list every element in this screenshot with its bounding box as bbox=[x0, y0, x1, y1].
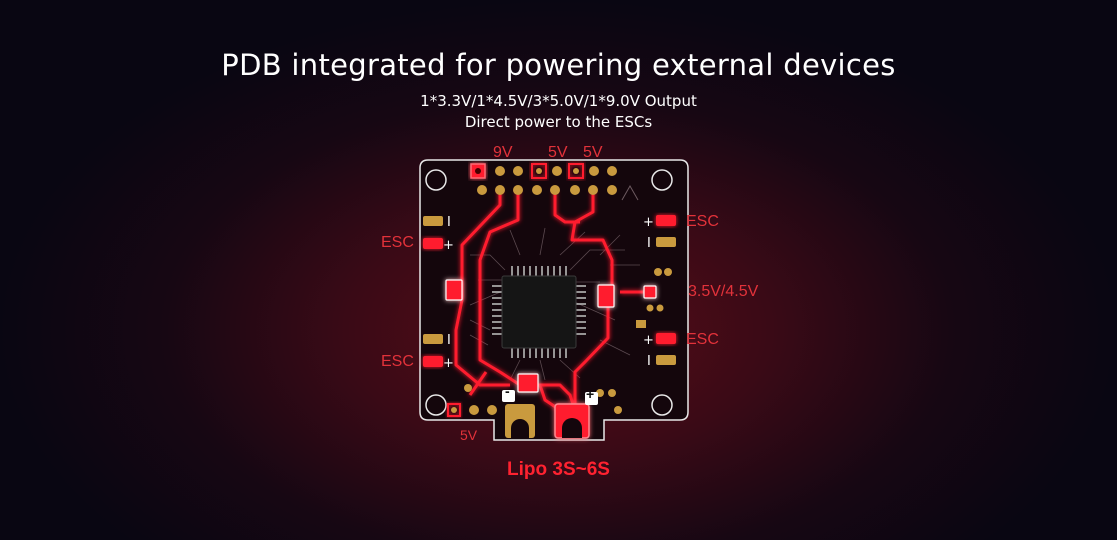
regulator-components bbox=[445, 279, 657, 393]
esc-power-line: Direct power to the ESCs bbox=[464, 113, 653, 131]
svg-text:I: I bbox=[647, 354, 651, 369]
svg-text:I: I bbox=[647, 236, 651, 251]
svg-text:+: + bbox=[643, 215, 654, 230]
label-esc-top-left: ESC bbox=[381, 234, 414, 251]
label-bottom-5v: 5V bbox=[460, 427, 478, 443]
svg-text:I: I bbox=[447, 215, 451, 230]
label-5v-a: 5V bbox=[548, 144, 568, 161]
label-9v: 9V bbox=[493, 144, 513, 161]
mount-hole-tr bbox=[651, 169, 673, 191]
top-header-pads bbox=[470, 163, 639, 201]
label-esc-top-right: ESC bbox=[686, 213, 719, 230]
mcu-chip bbox=[492, 266, 586, 358]
label-esc-bottom-left: ESC bbox=[381, 353, 414, 370]
svg-text:+: + bbox=[443, 356, 454, 371]
esc-pads-right: + I + I bbox=[643, 215, 676, 369]
label-5v-b: 5V bbox=[583, 144, 603, 161]
page-title: PDB integrated for powering external dev… bbox=[221, 48, 896, 82]
label-esc-bottom-right: ESC bbox=[686, 331, 719, 348]
svg-text:I: I bbox=[447, 333, 451, 348]
bottom-5v-pads bbox=[447, 403, 497, 417]
esc-pads-left: I + I + bbox=[423, 215, 454, 371]
mount-hole-tl bbox=[425, 169, 447, 191]
output-spec-line: 1*3.3V/1*4.5V/3*5.0V/1*9.0V Output bbox=[420, 92, 697, 110]
mount-hole-bl bbox=[425, 394, 447, 416]
label-3v5-4v5: 3.5V/4.5V bbox=[688, 283, 759, 300]
svg-text:+: + bbox=[443, 238, 454, 253]
battery-pads bbox=[502, 390, 598, 439]
svg-text:+: + bbox=[643, 333, 654, 348]
mount-hole-br bbox=[651, 394, 673, 416]
plus-sign: + bbox=[586, 386, 595, 402]
battery-label: Lipo 3S~6S bbox=[507, 459, 610, 480]
minus-sign: - bbox=[505, 383, 510, 399]
